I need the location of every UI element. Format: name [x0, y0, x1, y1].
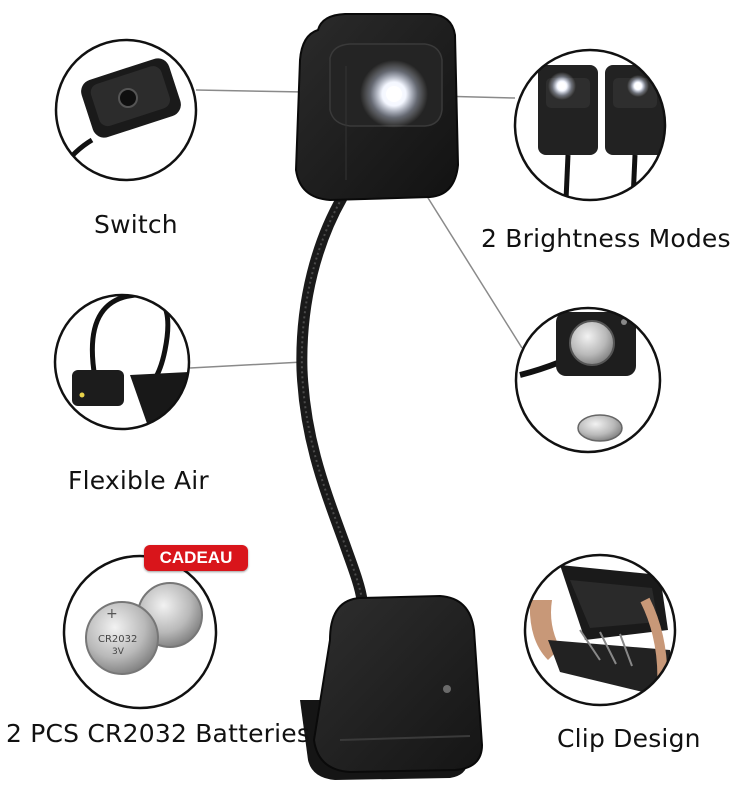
battery-voltage-text: 3V	[112, 647, 125, 657]
product-lamp	[294, 13, 484, 780]
clip-detail-circle	[523, 553, 677, 707]
lamp-clip	[300, 594, 484, 780]
lamp-head	[294, 13, 460, 202]
label-batteries: 2 PCS CR2032 Batteries	[6, 719, 311, 748]
label-flexible-air: Flexible Air	[68, 466, 209, 495]
power-button-icon	[118, 88, 138, 108]
brightness-detail-circle	[513, 48, 667, 202]
batteries-detail-circle: + CR2032 3V	[62, 554, 218, 710]
label-clip-design: Clip Design	[557, 724, 701, 753]
label-switch: Switch	[94, 210, 178, 239]
svg-text:+: +	[106, 606, 118, 622]
battery-model-text: CR2032	[98, 634, 137, 645]
switch-detail-circle	[54, 38, 198, 182]
battery-compartment-circle	[514, 306, 662, 454]
coin-battery-icon	[85, 601, 159, 675]
flexible-detail-circle	[53, 293, 191, 431]
gooseneck-arm	[296, 192, 368, 606]
label-brightness-modes: 2 Brightness Modes	[481, 224, 731, 253]
gift-badge: CADEAU	[144, 545, 248, 571]
coin-battery-icon	[577, 414, 623, 442]
